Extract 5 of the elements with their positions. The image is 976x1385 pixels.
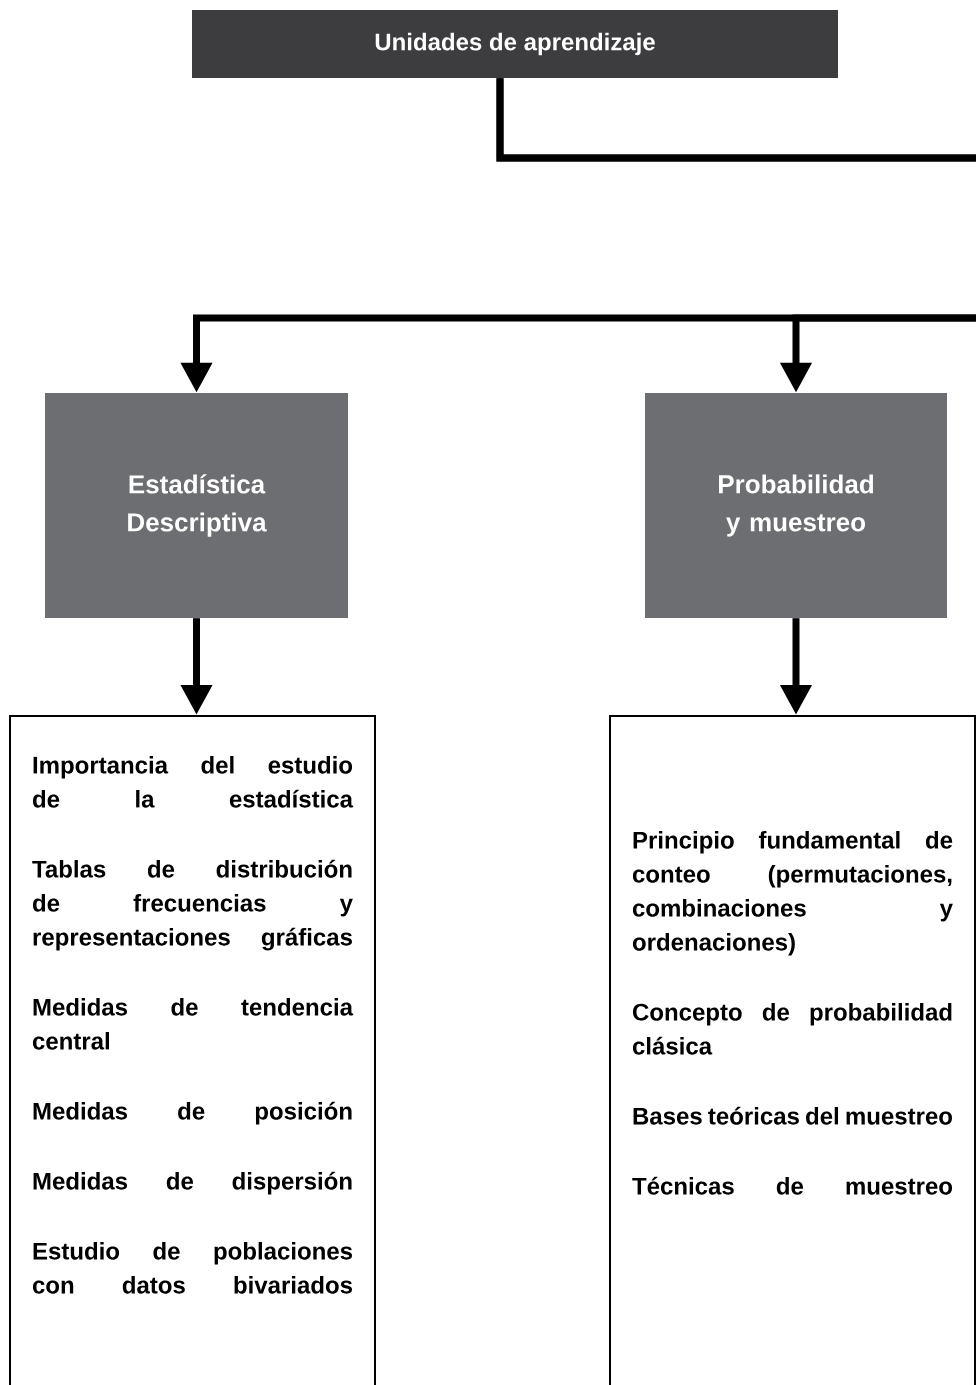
topic-list-box: Principio fundamental de conteo (permutaciones, combinaciones y ordenaciones) Concepto de probabilidad clásica Bases teóricas del muestreo Técnicas de muestreo (609, 715, 976, 1385)
topic-list-box: Importancia del estudio de la estadística Tablas de distribución de frecuencias y representaciones gráficas Medidas de tendencia central Medidas de posición Medidas de dispersión Estudio de poblaciones con datos bivariados (9, 715, 376, 1385)
title-box: Unidades de aprendizaje (192, 10, 838, 78)
unit-box: Probabilidad y muestreo (645, 393, 947, 618)
unit-box: Estadística Descriptiva (45, 393, 348, 618)
